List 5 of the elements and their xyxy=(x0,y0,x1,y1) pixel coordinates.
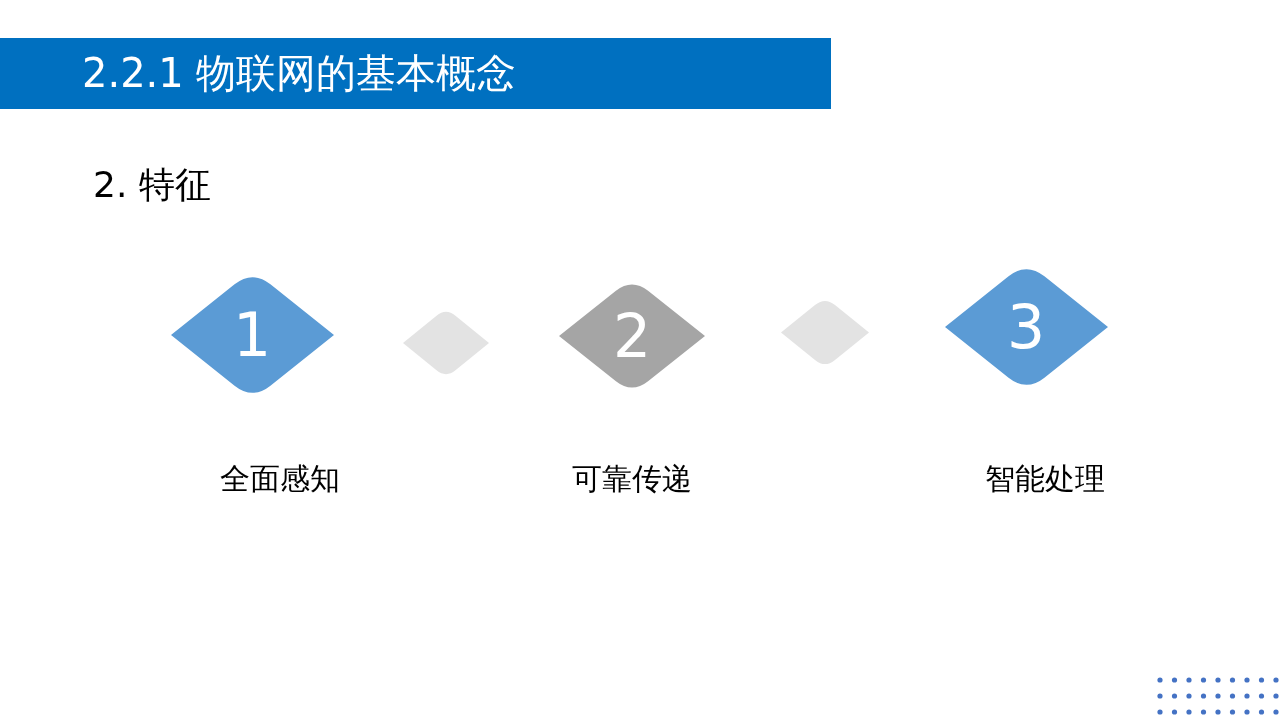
caption-text: 智能处理 xyxy=(984,460,1106,498)
caption-text: 全面感知 xyxy=(219,460,341,498)
title-text: 2.2.1 物联网的基本概念 xyxy=(82,49,517,98)
caption-text: 可靠传递 xyxy=(571,460,693,498)
heading-text: 2. 特征 xyxy=(93,163,211,207)
